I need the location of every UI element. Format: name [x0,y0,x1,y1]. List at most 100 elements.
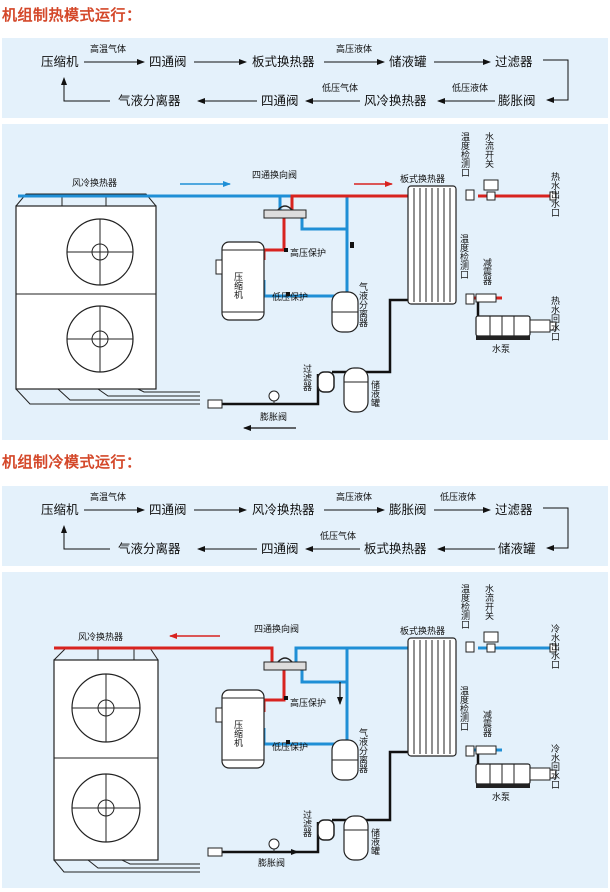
low-pressure-label: 低压保护 [272,291,308,303]
flow-node-four-way-valve: 四通阀 [149,502,187,517]
plate-heat-exchanger [407,637,457,757]
water-switch-label: 水流开关 [483,131,494,169]
high-pressure-label: 高压保护 [290,247,326,259]
fan-icon [71,773,141,843]
heat-flow-chart: 压缩机 四通阀 板式换热器 储液罐 过滤器 膨胀阀 风冷换热器 四通阀 气液分离… [41,43,569,108]
water-flow-switch-body [486,191,496,201]
separator-label: 气液分离器 [357,727,368,773]
temperature-port [465,641,475,653]
low-pressure-label: 低压保护 [272,741,308,753]
flow-node-compressor: 压缩机 [41,502,79,517]
edge-label-low-pressure-liquid: 低压液体 [452,82,488,94]
fan-icon [66,218,134,286]
four-way-valve [263,657,307,671]
water-flow-switch [483,631,499,643]
liquid-receiver [343,367,369,413]
water-in-label: 冷水回水口 [549,743,560,789]
flow-node-plate-exchanger: 板式换热器 [364,541,427,556]
flow-node-four-way-valve: 四通阀 [149,54,187,69]
filter-label: 过滤器 [301,809,312,837]
temperature-port [465,189,475,201]
flow-node-receiver: 储液罐 [498,541,536,556]
heat-mode-heading: 机组制热模式运行： [2,6,142,24]
four-way-valve [263,205,307,219]
flow-node-four-way-valve-2: 四通阀 [261,541,299,556]
flow-loop-arrow [543,59,569,103]
edge-label-low-pressure-liquid: 低压液体 [440,491,476,503]
water-outlet-port [549,643,557,653]
flow-node-receiver: 储液罐 [389,54,427,69]
water-pump [475,763,551,788]
water-in-label: 热水回水口 [549,295,560,341]
plate-exchanger-label: 板式换热器 [400,625,445,637]
flow-node-separator: 气液分离器 [118,93,181,108]
flow-return-arrow [61,77,110,102]
expansion-valve-label: 膨胀阀 [258,857,285,869]
water-flow-switch [483,179,499,191]
cool-flow-chart: 压缩机 四通阀 风冷换热器 膨胀阀 过滤器 储液罐 板式换热器 四通阀 气液分离… [41,491,569,556]
flow-node-expansion-valve: 膨胀阀 [389,502,427,517]
water-out-label: 热水出水口 [549,171,560,217]
flow-node-expansion-valve: 膨胀阀 [498,93,536,108]
flow-node-air-exchanger: 风冷换热器 [252,502,315,517]
four-way-valve-label: 四通换向阀 [254,623,299,635]
temperature-port [465,745,475,757]
heat-flow-panel: 压缩机 四通阀 板式换热器 储液罐 过滤器 膨胀阀 风冷换热器 四通阀 气液分离… [2,38,608,118]
receiver-label: 储液罐 [369,379,380,408]
water-pump [475,315,551,340]
flow-node-filter: 过滤器 [495,502,533,517]
heat-system-panel: 压缩机 高压保护 低压保护 气液分离器 板式换热器 [2,124,608,440]
liquid-receiver [343,815,369,861]
compressor-label: 压缩机 [232,720,243,748]
flow-node-air-exchanger: 风冷换热器 [364,93,427,108]
air-exchanger-label: 风冷换热器 [72,177,117,189]
temperature-port [465,293,475,305]
flow-node-compressor: 压缩机 [41,54,79,69]
flow-node-plate-exchanger: 板式换热器 [252,54,315,69]
high-pressure-pipes [262,194,550,300]
flow-node-separator: 气液分离器 [118,541,181,556]
filter [317,371,335,393]
filter [317,819,335,841]
cool-mode-heading: 机组制冷模式运行： [2,453,142,471]
receiver-label: 储液罐 [369,827,380,856]
damper-label: 减震器 [481,709,492,737]
damper-label: 减震器 [481,257,492,285]
water-outlet-port [549,191,557,201]
cool-system-panel: 压缩机 高压保护 低压保护 气液分离器 板式换热器 温度检测口 水流开关 [2,572,608,888]
gas-liquid-separator [331,291,359,333]
heat-system-diagram: 压缩机 高压保护 低压保护 气液分离器 板式换热器 [15,131,560,431]
edge-label-high-pressure-liquid: 高压液体 [336,491,372,503]
expansion-valve [207,838,280,857]
edge-label-high-temp-gas: 高温气体 [90,43,126,55]
water-switch-label: 水流开关 [483,583,494,621]
edge-label-low-pressure-gas: 低压气体 [320,530,356,542]
flow-return-arrow [61,525,110,550]
temp-port-top-label: 温度检测口 [459,584,470,629]
fan-icon [66,305,134,373]
temp-port-bottom-label: 温度检测口 [458,686,469,731]
gas-liquid-separator [331,739,359,781]
temp-port-top-label: 温度检测口 [459,132,470,177]
damper [475,293,497,303]
filter-label: 过滤器 [301,363,312,391]
pump-label: 水泵 [492,343,510,355]
edge-label-high-temp-gas: 高温气体 [90,491,126,503]
compressor [215,689,265,769]
flow-node-filter: 过滤器 [495,54,533,69]
edge-label-high-pressure-liquid: 高压液体 [336,43,372,55]
expansion-valve [207,390,280,409]
fan-icon [71,673,141,743]
high-pressure-label: 高压保护 [290,697,326,709]
expansion-valve-label: 膨胀阀 [260,411,287,423]
water-flow-switch-body [486,643,496,653]
separator-label: 气液分离器 [357,281,368,327]
cool-flow-panel: 压缩机 四通阀 风冷换热器 膨胀阀 过滤器 储液罐 板式换热器 四通阀 气液分离… [2,486,608,566]
compressor-label: 压缩机 [232,272,243,300]
pump-label: 水泵 [492,791,510,803]
temp-port-bottom-label: 温度检测口 [458,234,469,279]
cool-system-diagram: 压缩机 高压保护 低压保护 气液分离器 板式换热器 温度检测口 水流开关 [53,583,560,873]
water-out-label: 冷水出水口 [549,623,560,669]
damper [475,745,497,755]
air-exchanger-label: 风冷换热器 [78,631,123,643]
